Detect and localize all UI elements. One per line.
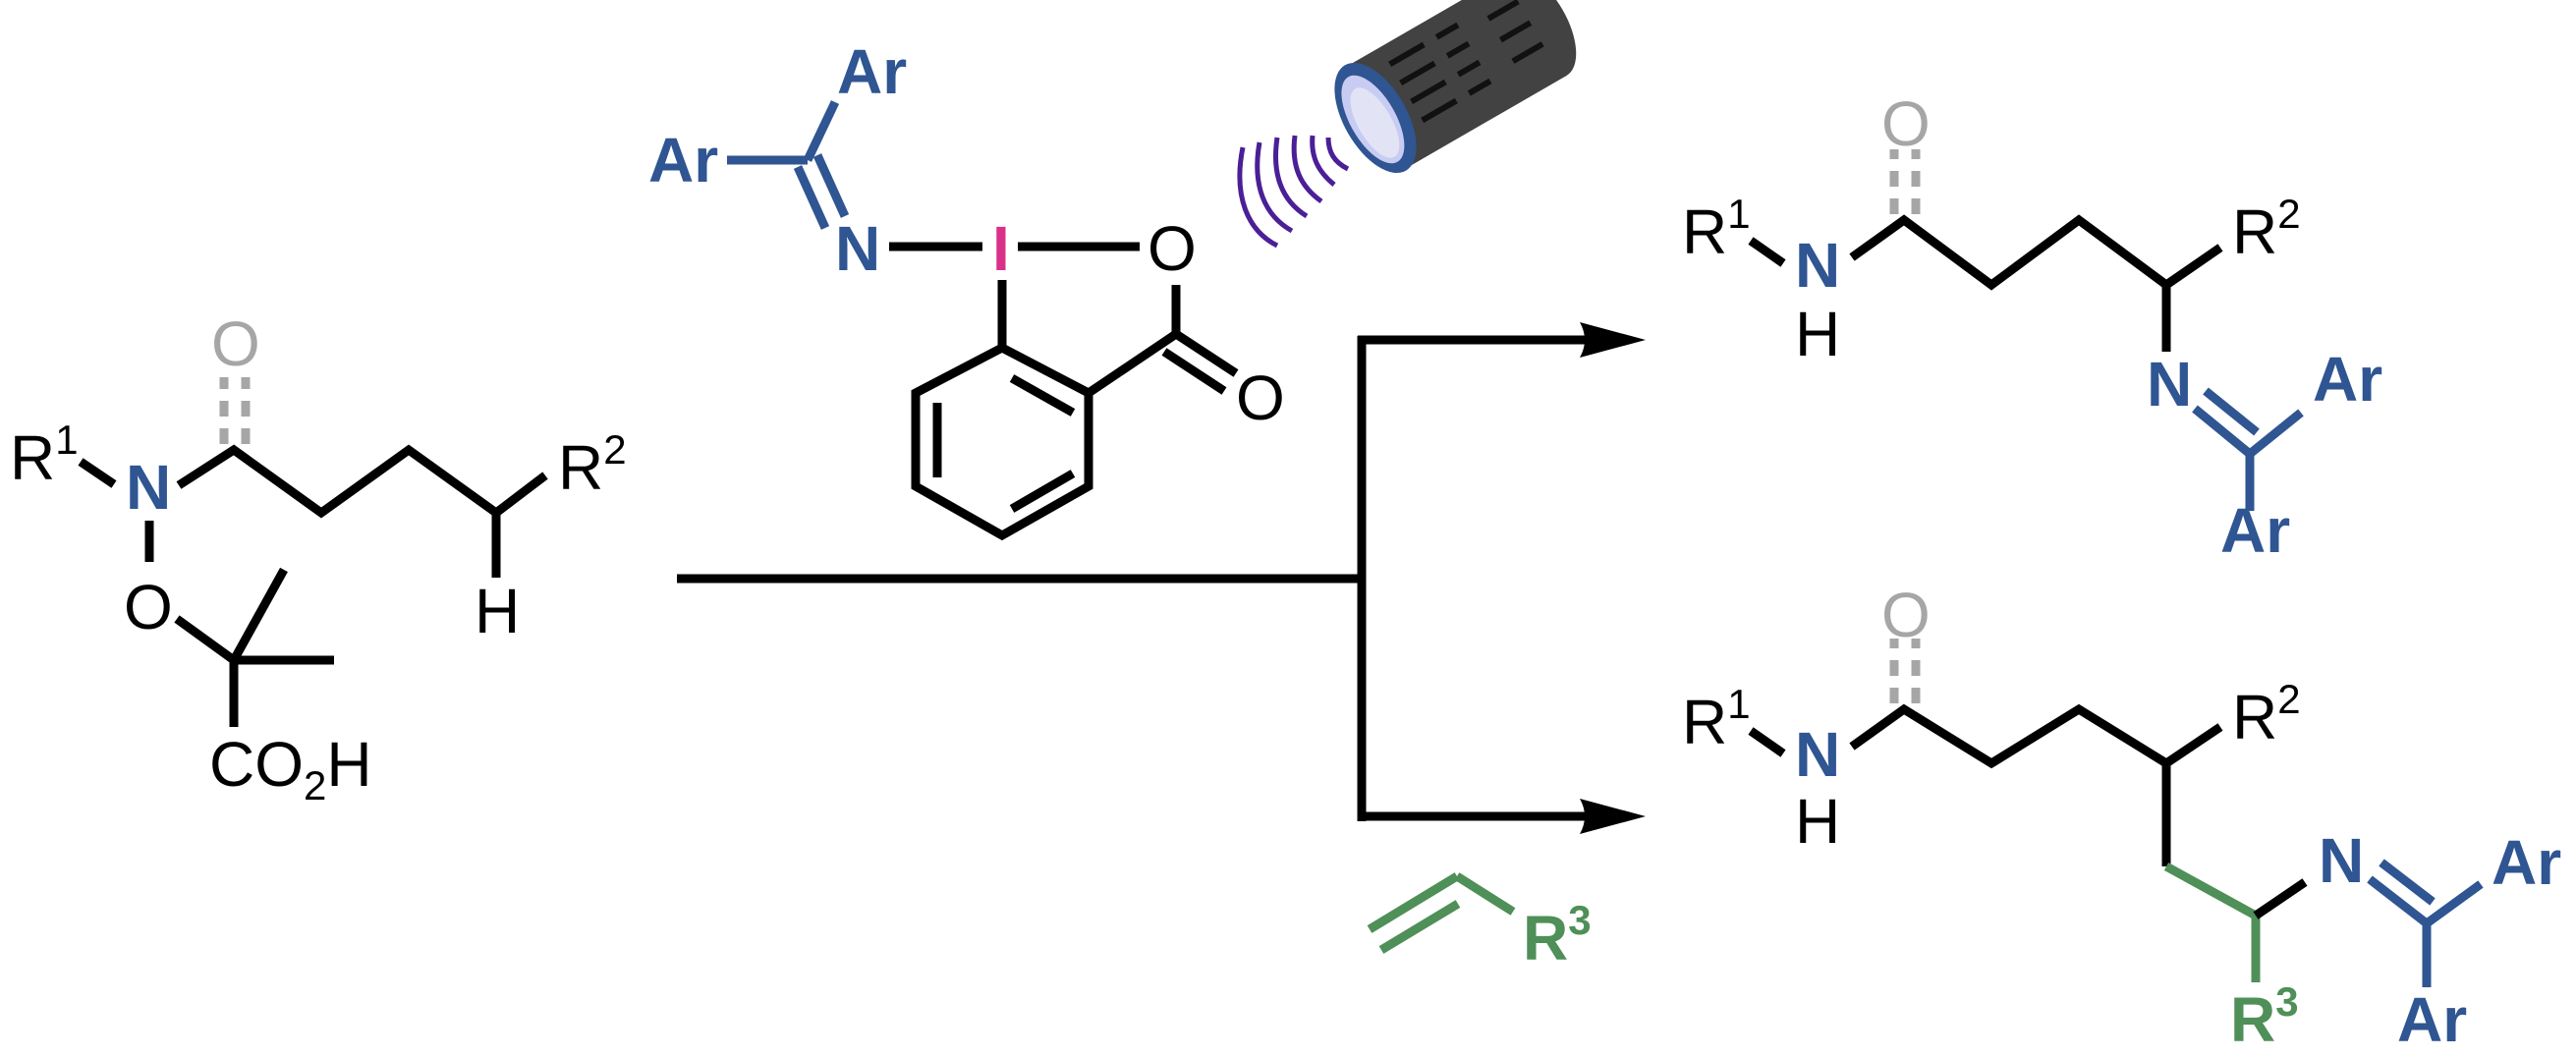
carbonyl-oxygen: O [1236,362,1285,433]
ar-right-label: Ar [2313,344,2382,415]
carboxylic-acid-label: CO2H [209,729,372,808]
r3-label: R3 [2230,978,2299,1055]
amide-nitrogen: N [126,452,171,523]
carbonyl-oxygen: O [1881,88,1931,159]
bond-ch-r2 [2163,723,2223,767]
alkene-reagent: R3 [1367,872,1592,974]
r2-label: R2 [558,426,627,503]
alkoxy-oxygen: O [124,572,173,642]
new-cc-bond [2163,863,2259,919]
ar-right-label: Ar [2492,827,2561,898]
bond-c-ar-right [2424,880,2484,927]
carbonyl-oxygen: O [1881,580,1931,650]
alkyl-chain [1849,214,2169,291]
r1-label: R1 [10,417,79,493]
bond-r1-n [1748,237,1786,267]
bond-ch-r2 [493,472,548,517]
imine-double-bond-2 [2367,875,2430,927]
ar-top-label: Ar [837,36,907,107]
imine-nitrogen: N [2319,825,2364,896]
imine-double-bond-2 [2192,405,2253,458]
methyl-up [230,567,288,663]
amide-nitrogen: N [1795,719,1840,790]
imine-double-bond-2 [812,153,850,218]
ar-left-label: Ar [648,125,718,195]
amide-hydrogen: H [1795,299,1840,369]
bond-r1-n [78,458,117,488]
lamp-icon [1237,0,1577,249]
carbonyl-oxygen: O [211,308,260,379]
arrow-top-head [1580,322,1646,358]
alkyl-chain [176,444,499,519]
bond-o-c [174,615,237,664]
product-top: R1 N H O R2 N Ar Ar [1682,88,2382,566]
bond-r1-n [1748,727,1786,757]
benzene-inner-bond-3 [1009,470,1076,513]
r2-label: R2 [2232,191,2301,267]
co-double-bond-2 [1161,348,1227,395]
bond-alkene-r3 [1454,872,1516,916]
amide-hydrogen: H [1795,786,1840,857]
imine-double-bond-1 [793,165,830,230]
arrow-bottom-head [1580,799,1646,834]
ar-bottom-label: Ar [2397,984,2467,1055]
r1-label: R1 [1682,191,1751,267]
co-double-bond-1 [1173,330,1239,377]
bond-c-ar-right [2247,409,2304,458]
iodine-atom: I [992,213,1010,284]
lamp-vents [1388,0,1544,124]
lamp-back [1497,0,1577,79]
iminyl-nitrogen: N [835,213,880,284]
r3-label: R3 [1523,897,1592,974]
alkene-double-bond-2 [1378,900,1461,954]
reaction-arrows [677,322,1646,834]
bond-c-ar-top [803,100,840,162]
alkene-double-bond-1 [1367,872,1460,933]
imine-double-bond-1 [2203,387,2260,436]
starting-material: R1 N O R2 H O CO2H [10,308,627,808]
bond-c-n [2253,878,2308,919]
imine-double-bond-1 [2379,859,2436,906]
r2-label: R2 [2232,676,2301,752]
iminyl-iodane-reagent: Ar Ar N I O O [648,36,1285,541]
delta-hydrogen: H [475,576,520,646]
amide-nitrogen: N [1795,230,1840,301]
light-waves [1237,135,1350,249]
bond-aryl-carbonyl [1086,330,1179,397]
bond-ch-r2 [2163,244,2223,289]
product-bottom: R1 N H O R2 R3 N Ar Ar [1682,580,2561,1055]
imine-nitrogen: N [2147,349,2192,419]
r1-label: R1 [1682,681,1751,757]
alkyl-chain [1849,703,2169,769]
ar-bottom-label: Ar [2220,495,2290,566]
ring-oxygen: O [1148,213,1197,284]
benzene-inner-bond-1 [1009,374,1076,417]
